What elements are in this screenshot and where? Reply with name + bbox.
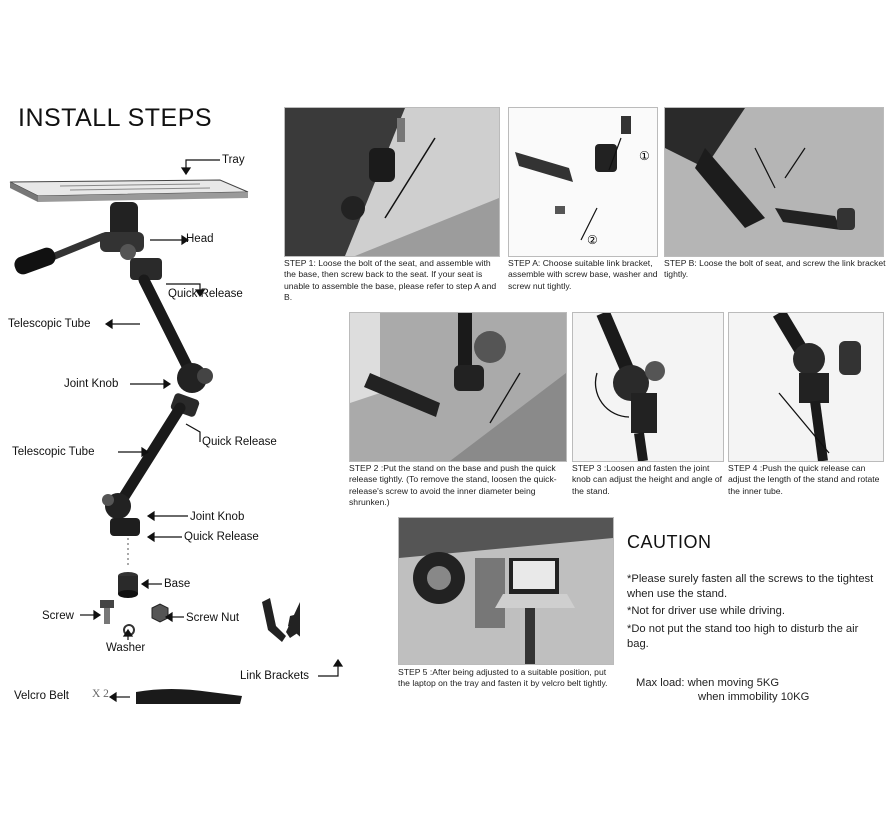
caution-item-1: *Please surely fasten all the screws to … (627, 573, 874, 600)
marker-two: ② (587, 233, 598, 247)
max-load-line-2: when immobility 10KG (698, 691, 810, 703)
step4-photo (728, 312, 884, 462)
telescopic-tube-2-illustration (116, 402, 186, 506)
tray-illustration (9, 179, 249, 202)
label-base: Base (164, 578, 191, 590)
label-screw: Screw (42, 610, 74, 622)
head-illustration (14, 202, 144, 275)
max-load-line-1: Max load: when moving 5KG (636, 677, 780, 689)
velcro-belt-illustration (136, 689, 242, 704)
link-brackets-illustration (262, 598, 300, 642)
quick-release-1-illustration (130, 258, 162, 280)
label-link-brackets: Link Brackets (240, 670, 310, 682)
step3-photo (572, 312, 724, 462)
step5-photo (398, 517, 614, 665)
stepB-caption: STEP B: Loose the bolt of seat, and scre… (664, 258, 886, 280)
caution-item-2: *Not for driver use while driving. (627, 605, 785, 617)
quick-release-3-illustration (110, 518, 140, 536)
step2-caption: STEP 2 :Put the stand on the base and pu… (349, 463, 557, 508)
label-quick-release-2: Quick Release (202, 436, 277, 448)
caution-title: CAUTION (627, 532, 712, 552)
marker-one: ① (639, 149, 650, 163)
label-tray: Tray (222, 154, 245, 166)
step1-caption: STEP 1: Loose the bolt of the seat, and … (284, 258, 497, 303)
label-joint-knob-1: Joint Knob (64, 378, 119, 390)
page-title: INSTALL STEPS (18, 104, 213, 132)
step2-photo (349, 312, 567, 462)
label-quick-release-3: Quick Release (184, 531, 259, 543)
label-joint-knob-2: Joint Knob (190, 511, 245, 523)
label-velcro-belt: Velcro Belt (14, 690, 69, 702)
stepA-photo: ① ② (508, 107, 658, 257)
base-illustration (118, 572, 138, 598)
stepA-caption: STEP A: Choose suitable link bracket, as… (508, 258, 658, 291)
screw-illustration (100, 600, 114, 624)
label-quick-release-1: Quick Release (168, 288, 243, 300)
step3-caption: STEP 3 :Loosen and fasten the joint knob… (572, 463, 723, 496)
step5-caption: STEP 5 :After being adjusted to a suitab… (398, 667, 608, 689)
label-screw-nut: Screw Nut (186, 612, 240, 624)
step4-caption: STEP 4 :Push the quick release can adjus… (728, 463, 880, 496)
label-telescopic-tube-1: Telescopic Tube (8, 318, 91, 330)
stand-parts-diagram (9, 179, 300, 704)
label-velcro-qty: X 2 (92, 688, 109, 700)
label-head: Head (186, 233, 214, 245)
label-telescopic-tube-2: Telescopic Tube (12, 446, 95, 458)
caution-item-3: *Do not put the stand too high to distur… (627, 623, 859, 650)
stepB-photo (664, 107, 884, 257)
joint-knob-1-illustration (177, 363, 213, 393)
step1-photo (284, 107, 500, 257)
label-washer: Washer (106, 642, 146, 654)
joint-knob-2-illustration (102, 493, 131, 519)
telescopic-tube-1-illustration (138, 274, 196, 378)
